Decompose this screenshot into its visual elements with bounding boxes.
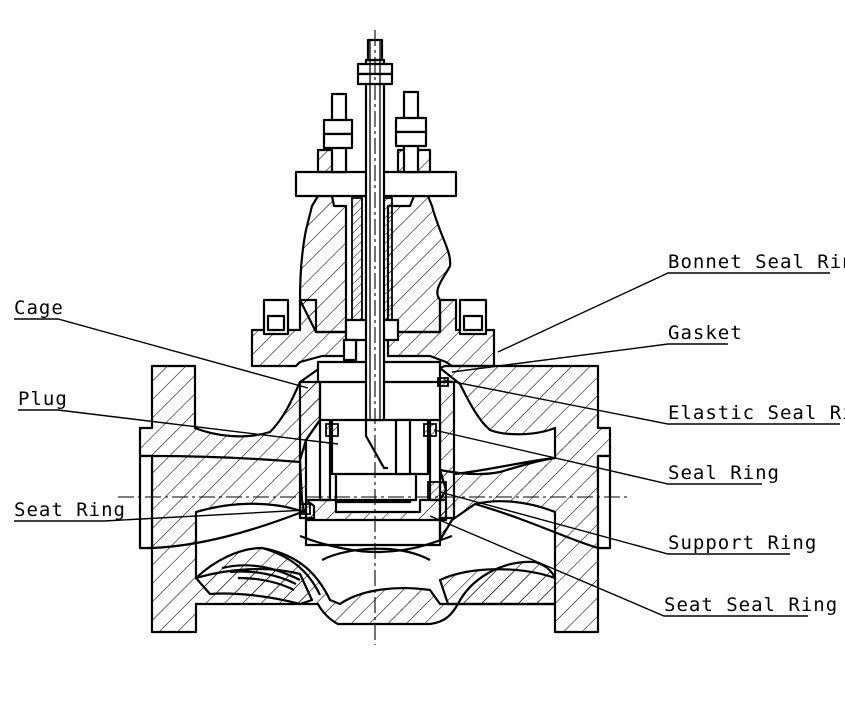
label-bonnet-seal-ring: Bonnet Seal Ring: [668, 251, 845, 273]
cage-left-wall: [298, 380, 322, 520]
label-elastic-seal-ring: Elastic Seal Ring: [668, 402, 845, 424]
leader-support-ring: [439, 491, 790, 555]
gland-stud-left: [322, 92, 354, 174]
body-left-flange: [138, 364, 322, 634]
support-ring: [427, 481, 447, 501]
valve-body: [138, 364, 612, 634]
leader-seat-ring: [14, 509, 307, 522]
plug-seal-left: [325, 423, 339, 437]
seat-seal-ring: [299, 503, 311, 515]
plug-balance-hole: [394, 418, 412, 476]
leader-seal-ring: [433, 429, 762, 485]
leader-plug: [18, 409, 339, 445]
labels: Bonnet Seal Ring Cage Gasket Plug Elasti…: [14, 251, 845, 616]
gland-stud-right: [394, 90, 428, 174]
label-support-ring: Support Ring: [668, 532, 817, 554]
body-right-bore: [596, 454, 612, 550]
seat-ring: [304, 498, 448, 522]
leader-cage: [14, 318, 309, 389]
leader-elastic-seal-ring: [443, 379, 840, 425]
bonnet-lower-step: [342, 338, 358, 362]
label-gasket: Gasket: [668, 322, 743, 344]
leader-gasket: [451, 343, 728, 373]
body-left-bore: [138, 454, 154, 550]
body-bottom: [194, 546, 557, 626]
label-seal-ring: Seal Ring: [668, 462, 780, 484]
elastic-seal-ring: [437, 377, 449, 387]
centerlines: [118, 30, 630, 645]
label-seat-ring: Seat Ring: [14, 499, 126, 521]
label-cage: Cage: [14, 297, 64, 319]
label-plug: Plug: [18, 388, 68, 410]
bolts: [262, 90, 488, 336]
label-seat-seal-ring: Seat Seal Ring: [664, 594, 838, 616]
leader-seat-seal-ring: [429, 515, 808, 617]
bonnet-bolt-left: [262, 298, 290, 336]
bonnet: [250, 148, 496, 368]
bonnet-bolt-right: [458, 298, 488, 336]
plug-head: [334, 472, 418, 502]
bonnet-neck-right: [386, 194, 452, 334]
bonnet-neck-left: [298, 194, 348, 334]
packing-left: [351, 197, 363, 321]
leader-bonnet-seal-ring: [497, 272, 830, 353]
leader-lines: [14, 272, 840, 617]
plug-seal-right: [423, 423, 437, 437]
